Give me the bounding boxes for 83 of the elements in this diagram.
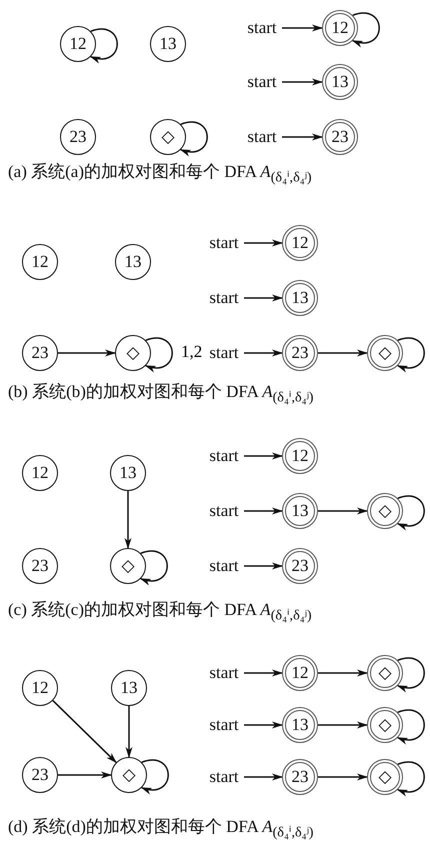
state-circle: 23 [22, 335, 58, 371]
start-label: start [204, 446, 244, 466]
state-double-circle: ◇ [367, 493, 403, 529]
state-circle: 12 [22, 455, 58, 491]
state-double-circle: 23 [282, 759, 318, 795]
start-label: start [204, 233, 244, 253]
self-loop-arrow [352, 12, 380, 47]
figure-caption: (b) 系统(b)的加权对图和每个 DFA A$_{(δ₄ⁱ,δ₄ʲ)}$ [8, 381, 314, 406]
edge-label: 1,2 [181, 342, 202, 362]
self-loop-arrow [140, 760, 169, 794]
state-double-circle: 12 [282, 655, 318, 691]
state-double-circle: ◇ [367, 707, 403, 743]
state-double-circle: ◇ [367, 655, 403, 691]
arrow [318, 670, 368, 676]
state-circle: 23 [22, 757, 58, 793]
arrow [318, 774, 368, 780]
self-loop-arrow [180, 122, 208, 156]
start-label: start [242, 72, 282, 92]
state-circle: ◇ [111, 757, 147, 793]
start-label: start [204, 715, 244, 735]
arrow [244, 562, 283, 570]
state-double-circle: 13 [282, 493, 318, 529]
self-loop-arrow [396, 762, 425, 796]
state-circle: ◇ [110, 548, 146, 584]
self-loop-arrow [144, 338, 173, 372]
arrow [58, 350, 116, 356]
state-double-circle: 12 [282, 438, 318, 474]
self-loop-arrow [396, 338, 425, 372]
arrow [52, 700, 117, 764]
start-label: start [204, 663, 244, 683]
arrow [244, 670, 283, 676]
state-double-circle: 13 [282, 707, 318, 743]
arrow [244, 508, 283, 514]
self-loop-arrow [396, 496, 425, 530]
state-double-circle: 13 [282, 280, 318, 316]
arrow [282, 24, 323, 32]
arrow [282, 78, 323, 86]
arrow [244, 774, 283, 780]
start-label: start [204, 288, 244, 308]
start-label: start [204, 343, 244, 363]
arrow [318, 722, 368, 728]
state-circle: ◇ [150, 119, 186, 155]
arrow [244, 240, 283, 246]
self-loop-arrow [396, 710, 425, 744]
arrow [318, 508, 368, 514]
self-loop-arrow [396, 658, 425, 692]
figure-caption: (a) 系统(a)的加权对图和每个 DFA A$_{(δ₄ⁱ,δ₄ʲ)}$ [8, 161, 312, 186]
state-circle: 13 [115, 244, 151, 280]
start-label: start [242, 127, 282, 147]
state-circle: 13 [111, 670, 147, 706]
arrow [244, 294, 283, 302]
state-circle: 12 [60, 26, 96, 62]
start-label: start [204, 501, 244, 521]
arrow [282, 134, 323, 140]
state-double-circle: 12 [322, 10, 358, 46]
start-label: start [242, 18, 282, 38]
arrow [244, 452, 283, 460]
state-circle: 12 [22, 244, 58, 280]
state-double-circle: ◇ [367, 759, 403, 795]
state-circle: 13 [150, 26, 186, 62]
self-loop-arrow [140, 550, 168, 585]
arrow [124, 491, 132, 549]
self-loop-arrow [90, 28, 118, 63]
state-double-circle: 23 [282, 548, 318, 584]
arrow [126, 706, 132, 758]
state-circle: 23 [22, 548, 58, 584]
state-double-circle: 23 [282, 335, 318, 371]
arrow [318, 350, 368, 356]
figure-caption: (c) 系统(c)的加权对图和每个 DFA A$_{(δ₄ⁱ,δ₄ʲ)}$ [8, 599, 312, 624]
state-circle: 13 [110, 455, 146, 491]
start-label: start [204, 556, 244, 576]
state-circle: 12 [22, 670, 58, 706]
state-circle: 23 [60, 119, 96, 155]
arrow [244, 350, 283, 356]
state-double-circle: 23 [322, 119, 358, 155]
arrow [244, 722, 283, 728]
start-label: start [204, 767, 244, 787]
state-double-circle: 13 [322, 64, 358, 100]
arrow [58, 772, 112, 778]
figure-caption: (d) 系统(d)的加权对图和每个 DFA A$_{(δ₄ⁱ,δ₄ʲ)}$ [8, 816, 314, 842]
state-double-circle: ◇ [367, 335, 403, 371]
state-circle: ◇ [115, 335, 151, 371]
state-double-circle: 12 [282, 225, 318, 261]
